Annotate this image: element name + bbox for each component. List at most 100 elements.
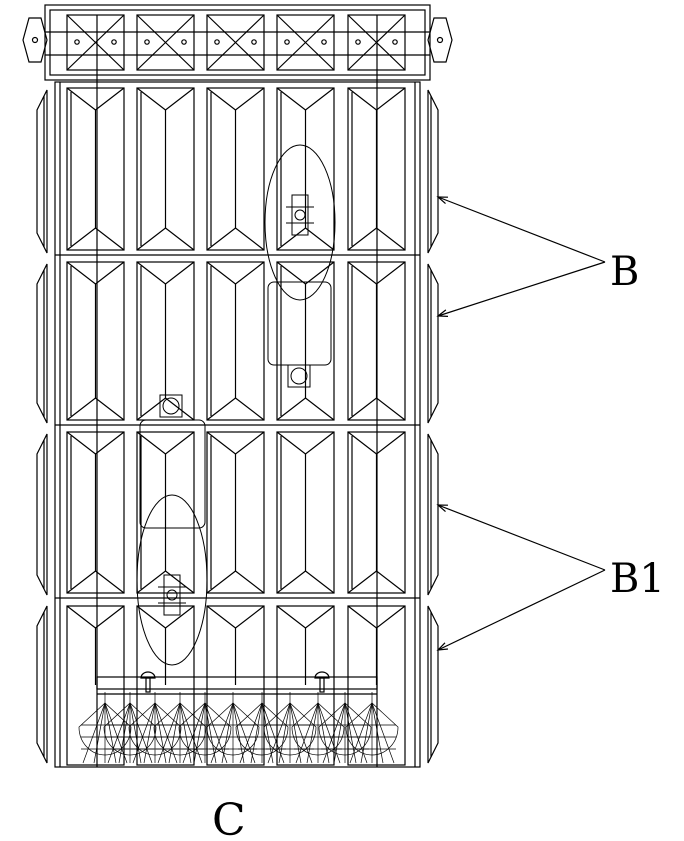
socket-cap — [287, 364, 311, 388]
rivet — [392, 39, 398, 45]
ball-facet — [210, 702, 234, 764]
socket-cap-ring — [290, 367, 308, 385]
prism-outline — [206, 605, 265, 766]
rivet — [111, 39, 117, 45]
panel-cross — [276, 14, 335, 71]
leader-arrow — [436, 569, 606, 651]
rivet — [74, 39, 80, 45]
label-b: B — [610, 249, 639, 295]
crystal-prism — [276, 431, 335, 594]
prism-facet — [206, 570, 265, 594]
leader-lines — [436, 196, 606, 651]
ball-facet — [221, 702, 234, 764]
candle-bulbs — [136, 144, 336, 666]
prism-facet — [136, 431, 195, 455]
prism-outline — [347, 431, 406, 594]
crystal-prism — [66, 87, 125, 251]
ball-facet — [267, 702, 291, 764]
prism-facet — [66, 87, 125, 111]
leader-line — [437, 261, 606, 317]
screw-shank — [319, 677, 325, 693]
screw — [314, 671, 330, 693]
ball-facet — [129, 702, 153, 764]
ball-facet — [317, 702, 341, 764]
ball-facet — [93, 702, 106, 764]
prism-outline — [276, 431, 335, 594]
prism-outline — [276, 605, 335, 766]
prism-facet — [136, 570, 195, 594]
leader-line — [437, 196, 606, 263]
crystal-ball — [345, 692, 399, 764]
panel-box — [136, 14, 195, 71]
ball-facet — [322, 702, 346, 764]
prism-outline — [66, 87, 125, 251]
crystal-prism — [66, 431, 125, 594]
socket-cap — [159, 394, 183, 418]
filament-bead — [294, 209, 306, 221]
crystal-prism — [347, 261, 406, 421]
crystal-ball — [153, 692, 207, 764]
prism-facet — [206, 227, 265, 251]
ball-facet — [182, 702, 206, 764]
ball-facet — [107, 702, 131, 764]
prism-facet — [206, 87, 265, 111]
prism-facet — [136, 261, 195, 285]
cap-outline — [427, 17, 453, 63]
ball-facet — [179, 702, 203, 764]
panel-cross — [136, 14, 195, 71]
ball-facet — [129, 702, 142, 764]
prism-outline — [347, 87, 406, 251]
prism-facet — [206, 605, 265, 629]
leader-line — [437, 504, 606, 571]
panel-box — [206, 14, 265, 71]
candle-bulb — [136, 494, 208, 666]
side-prism — [36, 263, 48, 424]
prism-facet — [276, 227, 335, 251]
crystal-prism — [276, 605, 335, 766]
crystal-prism — [206, 261, 265, 421]
prism-facet — [66, 227, 125, 251]
ball-facet — [371, 702, 395, 764]
bulb-glass — [264, 144, 336, 301]
bulb-socket — [139, 419, 206, 529]
crystal-prism — [66, 261, 125, 421]
top-crossed-panel — [136, 14, 195, 71]
screw-head — [314, 671, 330, 679]
top-crossed-panel — [66, 14, 125, 71]
prism-facet — [206, 261, 265, 285]
crystal-prism — [136, 431, 195, 594]
arrowhead — [436, 309, 449, 317]
side-prism — [427, 263, 439, 424]
crystal-prism — [347, 87, 406, 251]
ball-facet — [104, 702, 117, 764]
leader-arrow — [436, 504, 606, 571]
ball-facet — [344, 702, 368, 764]
ball-facet — [179, 702, 192, 764]
ball-facet — [295, 702, 319, 764]
top-crossed-panels — [66, 14, 406, 71]
rivet — [355, 39, 361, 45]
ball-facet — [306, 702, 319, 764]
prism-outline — [206, 261, 265, 421]
crystal-prism — [66, 605, 125, 766]
ball-facet — [232, 702, 245, 764]
ball-facet — [157, 702, 181, 764]
prism-outline — [66, 431, 125, 594]
leader-line — [437, 569, 606, 651]
ball-facet — [168, 702, 181, 764]
prism-facet — [206, 431, 265, 455]
prism-facet — [66, 605, 125, 629]
screw-shank — [145, 677, 151, 693]
cap-hole — [31, 36, 39, 44]
ball-facet — [250, 702, 263, 764]
ball-facet — [82, 702, 106, 764]
crystal-ball — [235, 692, 289, 764]
socket-body — [139, 419, 206, 529]
rivet — [144, 39, 150, 45]
ball-facet — [278, 702, 291, 764]
crystal-ball — [291, 692, 345, 764]
diamond-end-cap — [22, 17, 48, 63]
ball-facet — [143, 702, 156, 764]
crystal-prism — [347, 605, 406, 766]
